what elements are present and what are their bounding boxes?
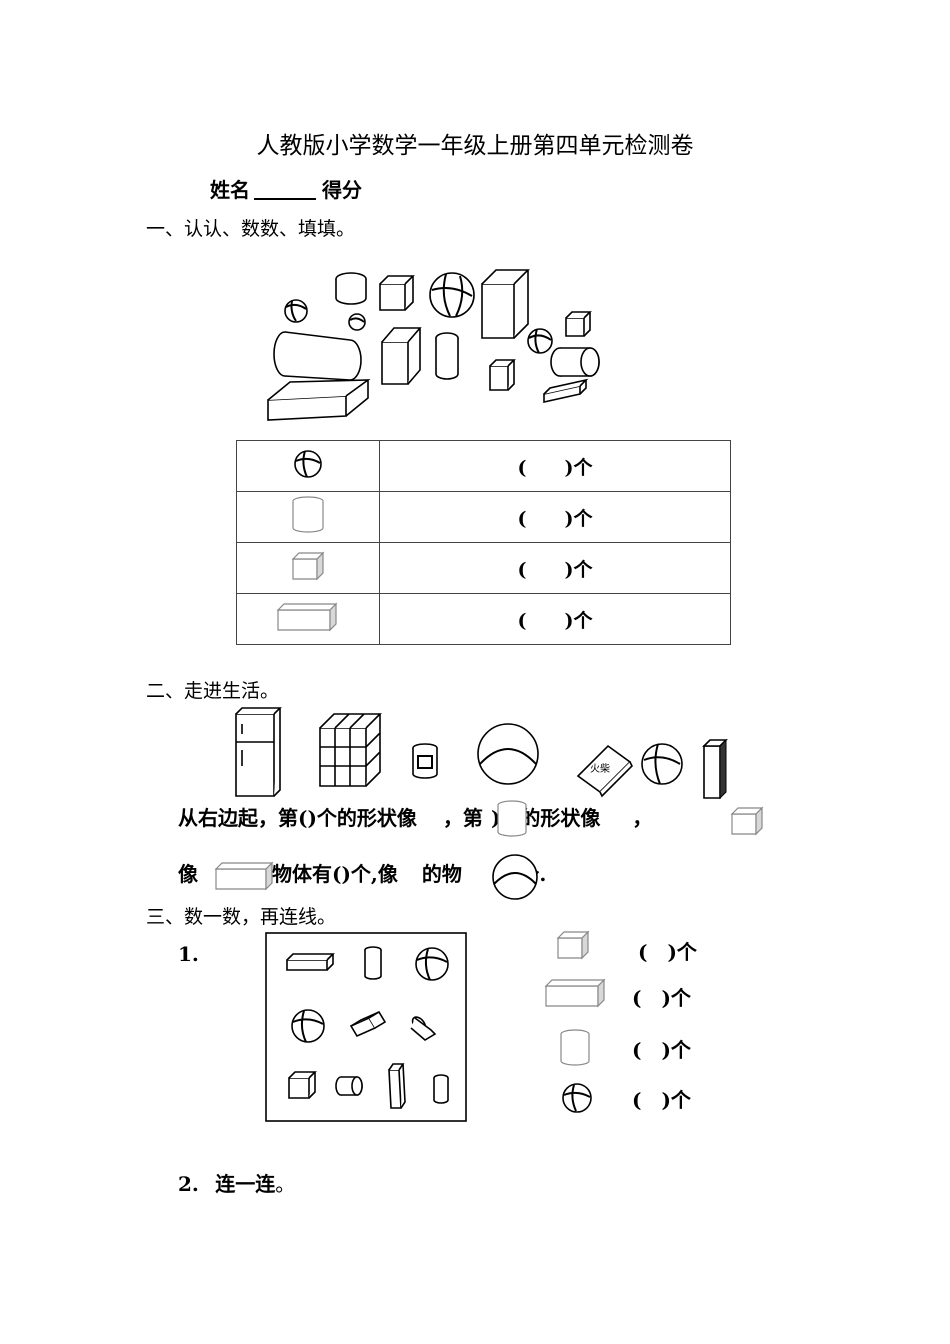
q2-text-f: 像	[178, 862, 198, 886]
ball-icon	[348, 313, 366, 331]
shapes-box	[265, 932, 467, 1122]
cuboid-icon	[267, 379, 371, 421]
fridge-icon	[235, 707, 282, 797]
table-row: ( )个	[236, 440, 731, 492]
cylinder-icon	[433, 1074, 449, 1104]
ball-icon	[284, 299, 308, 323]
cube-icon	[556, 930, 590, 960]
row-icon-cell	[236, 593, 380, 645]
cylinder-icon	[497, 800, 527, 837]
page-title: 人教版小学数学一年级上册第四单元检测卷	[256, 133, 694, 159]
cuboid-icon	[388, 1063, 406, 1109]
ball-icon	[527, 328, 553, 354]
cylinder-icon	[550, 347, 600, 377]
cylinder-icon	[410, 1016, 437, 1041]
ball-icon	[291, 1009, 325, 1043]
cylinder-icon	[335, 1076, 363, 1096]
row-icon-cell	[236, 440, 380, 492]
rubiks-cube-icon	[319, 713, 382, 787]
name-blank[interactable]	[254, 178, 316, 200]
ball-icon	[294, 450, 322, 478]
score-label: 得分	[322, 178, 362, 202]
name-score-line: 姓名 得分	[210, 174, 362, 203]
row-icon-cell	[236, 491, 380, 543]
cuboid-icon	[543, 378, 589, 403]
section2-heading: 二、走进生活。	[146, 680, 280, 702]
cube-icon	[288, 1071, 317, 1099]
ball-icon	[429, 272, 475, 318]
count-table: ( )个 ( )个 ( )个 ( )个	[236, 440, 731, 645]
shapes-illustration	[267, 269, 600, 421]
answer-cell[interactable]: ( )个	[379, 542, 731, 594]
answer-cell[interactable]: ( )个	[379, 440, 731, 492]
ball-icon	[562, 1083, 592, 1113]
q2-text: 连一连	[215, 1172, 276, 1196]
section3-heading: 三、数一数，再连线。	[146, 906, 337, 928]
cuboid-icon	[286, 953, 335, 971]
q2-text-c: ，第	[442, 806, 483, 830]
section2-line1: 从右边起，第()个的形状像，第)个的形状像，	[178, 802, 652, 831]
cylinder-icon	[435, 332, 459, 380]
count-blank[interactable]: ( )个	[632, 1038, 691, 1062]
volleyball-icon	[641, 743, 683, 785]
can-icon	[412, 743, 438, 779]
answer-cell[interactable]: ( )个	[379, 491, 731, 543]
cube-icon	[565, 311, 592, 337]
cylinder-icon	[292, 496, 324, 533]
cube-icon	[291, 551, 325, 581]
cuboid-icon	[544, 978, 606, 1008]
cube-icon	[489, 359, 516, 391]
cylinder-icon	[560, 1029, 590, 1066]
cuboid-icon	[381, 327, 422, 385]
name-label: 姓名	[210, 178, 250, 202]
row-icon-cell	[236, 542, 380, 594]
cylinder-icon	[335, 272, 367, 305]
count-blank[interactable]: ( )个	[638, 940, 697, 964]
cuboid-icon	[702, 738, 728, 800]
q1-label: 1.	[178, 942, 199, 966]
cube-icon	[379, 275, 415, 311]
cube-icon	[730, 806, 764, 836]
table-row: ( )个	[236, 491, 731, 543]
q2-text-h: )个,像	[341, 862, 398, 886]
section1-heading: 一、认认、数数、填填。	[146, 218, 356, 240]
matchbox-icon: 火柴	[576, 744, 633, 798]
table-row: ( )个	[236, 542, 731, 594]
ball-icon	[477, 723, 539, 785]
q2-heading: 2. 连一连。	[178, 1168, 295, 1197]
q2-text-i: 的物	[421, 862, 462, 886]
svg-text:火柴: 火柴	[590, 762, 610, 775]
cuboid-icon	[481, 269, 530, 339]
cylinder-icon	[273, 331, 362, 381]
q2-text-a: 从右边起，第(	[178, 806, 308, 830]
answer-cell[interactable]: ( )个	[379, 593, 731, 645]
count-blank[interactable]: ( )个	[632, 1088, 691, 1112]
cuboid-icon	[349, 1010, 387, 1038]
count-blank[interactable]: ( )个	[632, 986, 691, 1010]
q2-text-b: )个的形状像	[307, 806, 417, 830]
q2-text-e: ，	[632, 806, 653, 830]
cuboid-icon	[214, 861, 274, 891]
cylinder-icon	[364, 946, 382, 980]
q2-mark: 。	[275, 1172, 296, 1196]
cuboid-icon	[276, 602, 338, 632]
life-objects-illustration: 火柴	[235, 707, 728, 800]
ball-icon	[415, 947, 449, 981]
table-row: ( )个	[236, 593, 731, 645]
q2-label: 2.	[178, 1172, 199, 1196]
ball-icon	[492, 854, 538, 900]
